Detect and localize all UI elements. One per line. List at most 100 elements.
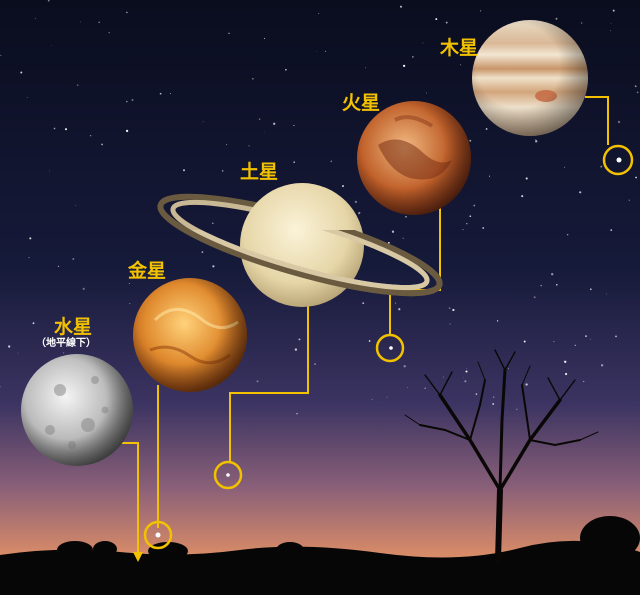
star — [466, 223, 468, 225]
star — [449, 323, 451, 325]
saturn-label: 土星 — [240, 161, 279, 183]
star — [405, 216, 407, 218]
star — [159, 92, 162, 95]
planet-dots — [155, 157, 622, 538]
star — [567, 234, 569, 236]
star — [466, 368, 468, 370]
star — [523, 340, 526, 343]
star — [482, 227, 485, 229]
star — [574, 344, 576, 346]
star — [399, 5, 403, 8]
mars-leader-line — [389, 205, 441, 335]
star — [293, 161, 295, 163]
star — [221, 170, 224, 172]
star — [49, 170, 51, 172]
star — [228, 32, 230, 34]
star — [29, 237, 32, 240]
horizon-ground — [0, 540, 640, 595]
star — [294, 348, 298, 351]
star — [583, 380, 585, 383]
star — [465, 370, 468, 373]
star — [496, 320, 499, 322]
star — [248, 145, 250, 147]
star — [564, 360, 567, 363]
star — [325, 50, 327, 52]
star — [77, 84, 79, 86]
star — [273, 122, 276, 125]
star — [129, 303, 131, 305]
saturn-planet — [157, 183, 443, 307]
star — [362, 302, 365, 304]
star — [422, 42, 424, 44]
star — [605, 293, 607, 295]
star — [403, 365, 406, 368]
star — [469, 215, 472, 218]
star — [551, 273, 554, 276]
star — [371, 398, 373, 400]
star — [521, 195, 524, 198]
star — [581, 22, 583, 24]
star — [636, 91, 639, 94]
star — [480, 10, 482, 12]
star — [424, 387, 426, 389]
star — [600, 165, 603, 168]
star — [212, 265, 215, 268]
star — [89, 134, 92, 137]
star — [354, 200, 358, 204]
star — [464, 380, 467, 383]
star — [63, 352, 65, 354]
star — [0, 54, 2, 57]
star — [533, 296, 536, 299]
star — [589, 338, 591, 340]
star — [600, 364, 604, 367]
star — [264, 131, 265, 133]
star — [34, 18, 36, 19]
leader-lines — [120, 96, 609, 552]
star — [126, 11, 128, 14]
star — [589, 288, 592, 291]
bush-silhouettes — [57, 516, 640, 560]
mars-locator-ring — [375, 333, 405, 363]
venus-locator-ring — [143, 520, 173, 550]
star — [535, 139, 537, 140]
star — [442, 376, 444, 378]
star — [296, 413, 298, 415]
star — [298, 338, 301, 341]
star — [516, 408, 518, 410]
mercury-arrow — [133, 552, 143, 562]
star — [201, 251, 204, 253]
star — [564, 166, 566, 168]
star — [252, 77, 254, 80]
star — [535, 140, 538, 143]
jupiter-leader-line — [585, 96, 609, 145]
star — [525, 177, 528, 180]
star — [318, 13, 320, 15]
star — [101, 143, 104, 146]
star — [492, 403, 495, 405]
jupiter-planet — [472, 20, 588, 136]
star — [553, 341, 555, 343]
star — [330, 160, 333, 162]
mercury-label: 水星 — [54, 316, 93, 338]
star — [20, 71, 23, 74]
star — [425, 92, 428, 94]
star — [285, 68, 287, 71]
star — [492, 396, 495, 398]
star — [540, 284, 543, 287]
star — [183, 169, 185, 172]
star — [445, 21, 448, 24]
star — [617, 120, 621, 124]
star — [28, 257, 30, 259]
star — [125, 129, 129, 133]
star — [615, 335, 617, 338]
star — [316, 50, 317, 52]
star — [469, 139, 472, 142]
jupiter-locator-ring — [602, 144, 634, 176]
star — [635, 176, 638, 179]
star — [475, 393, 478, 395]
star — [508, 368, 509, 369]
star — [386, 396, 388, 398]
star — [402, 237, 404, 239]
